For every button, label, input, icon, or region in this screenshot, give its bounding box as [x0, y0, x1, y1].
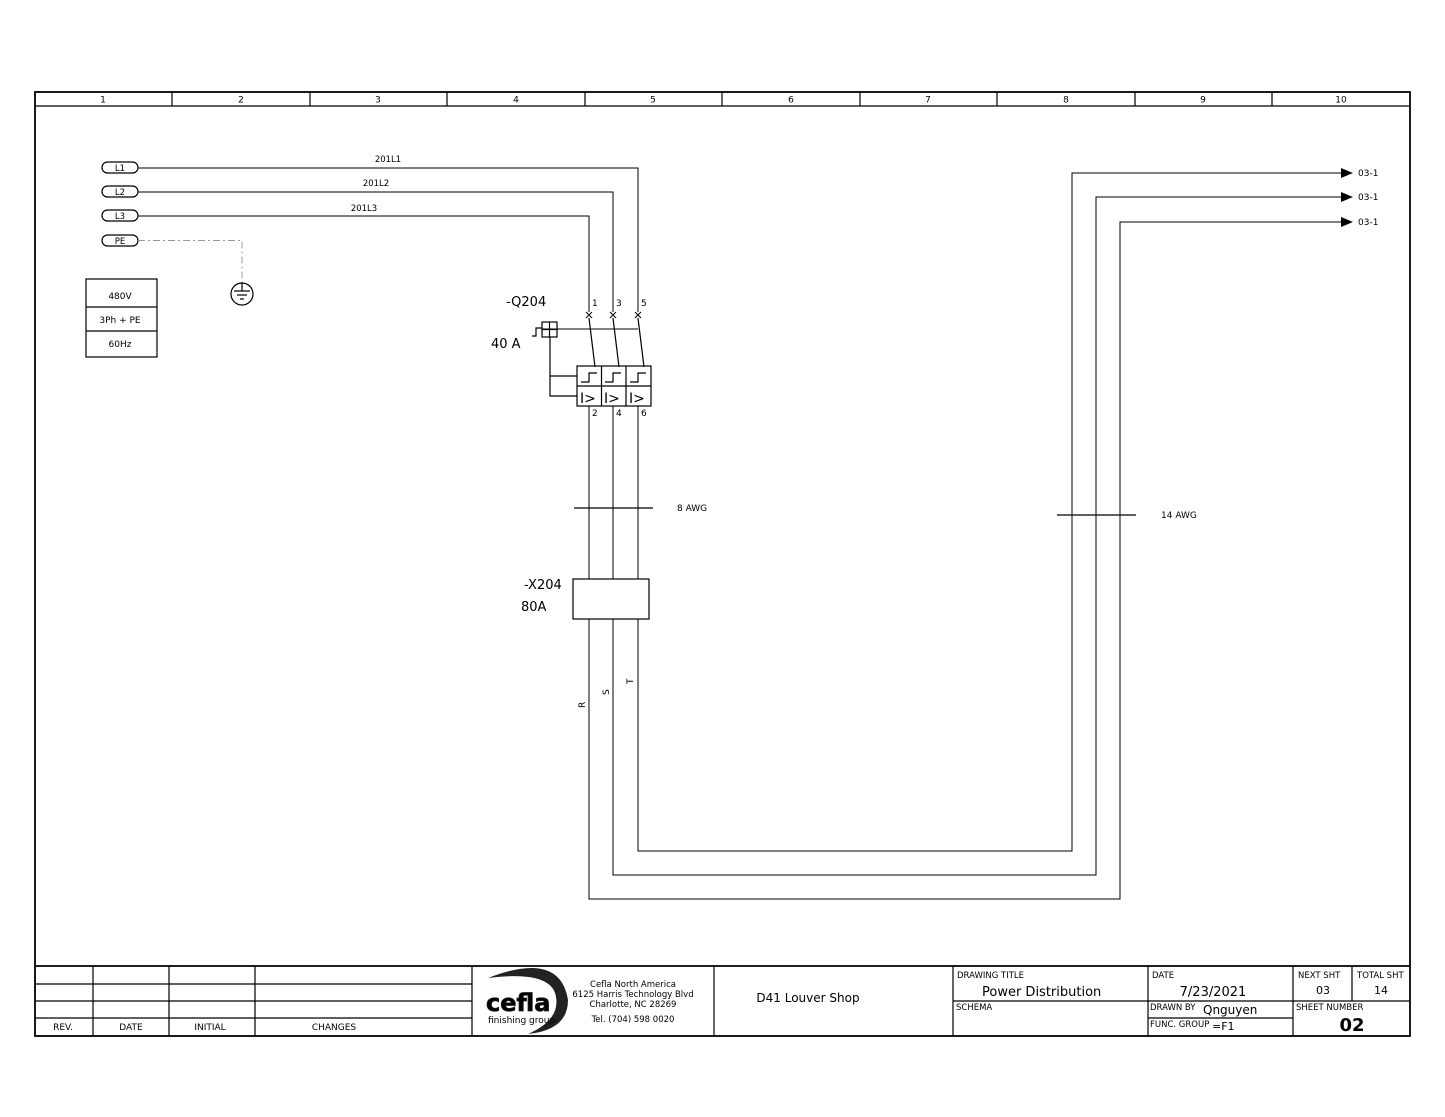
breaker-q204[interactable]: -Q204 40 A 1 3 5 I> I> I> 2 4 6 [491, 295, 652, 419]
terminal-l1-label: L1 [115, 164, 125, 174]
arrow-right-icon [1341, 192, 1353, 202]
func-group: =F1 [1212, 1020, 1235, 1033]
next-sheet: 03 [1316, 984, 1330, 997]
drawn-by: Qnguyen [1203, 1003, 1257, 1017]
cable-size-right: 14 AWG [1161, 511, 1197, 521]
column-number: 2 [238, 96, 244, 106]
phase-label-r: R [578, 702, 588, 708]
pin-label: 5 [641, 299, 647, 309]
company-phone: Tel. (704) 598 0020 [591, 1015, 675, 1025]
drawing-title-label: DRAWING TITLE [957, 971, 1024, 981]
magnetic-trip-icon: I> [580, 391, 596, 407]
title-block: REV. DATE INITIAL CHANGES cefla finishin… [35, 965, 1410, 1036]
column-number: 9 [1200, 96, 1206, 106]
rev-header: REV. [53, 1023, 73, 1033]
sheet-references: 03-1 03-1 03-1 [1341, 168, 1378, 228]
logo-wordmark: cefla [486, 989, 551, 1017]
wire-label-201l3: 201L3 [351, 204, 377, 214]
magnetic-trip-icon: I> [629, 391, 645, 407]
supply-terminals: L1 L2 L3 PE [101, 161, 139, 247]
total-sheets-label: TOTAL SHT [1356, 971, 1404, 981]
terminal-l3-label: L3 [115, 212, 125, 222]
func-group-label: FUNC. GROUP [1150, 1020, 1209, 1030]
company-name: Cefla North America [590, 980, 676, 990]
wire-201l1[interactable] [138, 167, 639, 312]
breaker-tag: -Q204 [506, 295, 546, 310]
terminal-pe-label: PE [115, 237, 126, 247]
drawn-by-label: DRAWN BY [1150, 1003, 1196, 1013]
phase-label-s: S [602, 689, 612, 695]
pin-label: 4 [616, 409, 622, 419]
company-city: Charlotte, NC 28269 [590, 1000, 677, 1010]
column-number: 1 [100, 96, 106, 106]
column-number: 8 [1063, 96, 1069, 106]
column-number: 3 [375, 96, 381, 106]
pin-label: 2 [592, 409, 598, 419]
total-sheets: 14 [1374, 984, 1388, 997]
logo-subtitle: finishing group [488, 1016, 555, 1026]
sheet-reference-link[interactable]: 03-1 [1358, 169, 1378, 179]
changes-header: CHANGES [312, 1023, 357, 1033]
column-ruler: 1 2 3 4 5 6 7 8 9 10 [100, 92, 1347, 106]
sheet-reference-link[interactable]: 03-1 [1358, 193, 1378, 203]
terminal-block-x204[interactable]: -X204 80A [521, 578, 650, 620]
arrow-right-icon [1341, 168, 1353, 178]
cable-size-left: 8 AWG [677, 504, 707, 514]
project-name: D41 Louver Shop [756, 991, 859, 1005]
supply-spec-box: 480V 3Ph + PE 60Hz [85, 278, 158, 358]
wire-label-201l2: 201L2 [363, 179, 389, 189]
magnetic-trip-icon: I> [604, 391, 620, 407]
date-header: DATE [119, 1023, 143, 1033]
next-sheet-label: NEXT SHT [1298, 971, 1341, 981]
spec-voltage: 480V [108, 292, 132, 302]
drawing-title: Power Distribution [982, 985, 1101, 1000]
wire-201l2[interactable] [138, 191, 614, 312]
column-number: 4 [513, 96, 519, 106]
pin-label: 1 [592, 299, 598, 309]
column-number: 7 [925, 96, 931, 106]
schema-label: SCHEMA [956, 1003, 992, 1013]
sheet-reference-link[interactable]: 03-1 [1358, 218, 1378, 228]
wire-label-201l1: 201L1 [375, 155, 401, 165]
breaker-rating: 40 A [491, 337, 521, 352]
terminal-block-rating: 80A [521, 600, 547, 615]
terminal-l2-label: L2 [115, 188, 125, 198]
column-number: 10 [1335, 96, 1347, 106]
wire-phase-r[interactable] [588, 221, 1343, 900]
wire-phase-t[interactable] [637, 172, 1343, 852]
drawing-date: 7/23/2021 [1180, 985, 1247, 1000]
wire-201l3[interactable] [138, 215, 590, 312]
column-number: 5 [650, 96, 656, 106]
phase-label-t: T [626, 678, 636, 685]
spec-phase: 3Ph + PE [99, 316, 141, 326]
company-address: 6125 Harris Technology Blvd [572, 990, 693, 1000]
pin-label: 6 [641, 409, 647, 419]
column-number: 6 [788, 96, 794, 106]
wire-phase-s[interactable] [612, 196, 1343, 876]
terminal-block-tag: -X204 [524, 578, 562, 593]
pin-label: 3 [616, 299, 622, 309]
date-label: DATE [1152, 971, 1174, 981]
sheet-frame [34, 91, 1411, 1037]
ground-icon [230, 282, 254, 306]
wire-pe[interactable] [138, 240, 243, 284]
spec-frequency: 60Hz [109, 340, 132, 350]
sheet-number: 02 [1339, 1015, 1364, 1036]
sheet-number-label: SHEET NUMBER [1296, 1003, 1364, 1013]
cefla-logo: cefla finishing group [486, 967, 568, 1034]
arrow-right-icon [1341, 217, 1353, 227]
initial-header: INITIAL [194, 1023, 225, 1033]
